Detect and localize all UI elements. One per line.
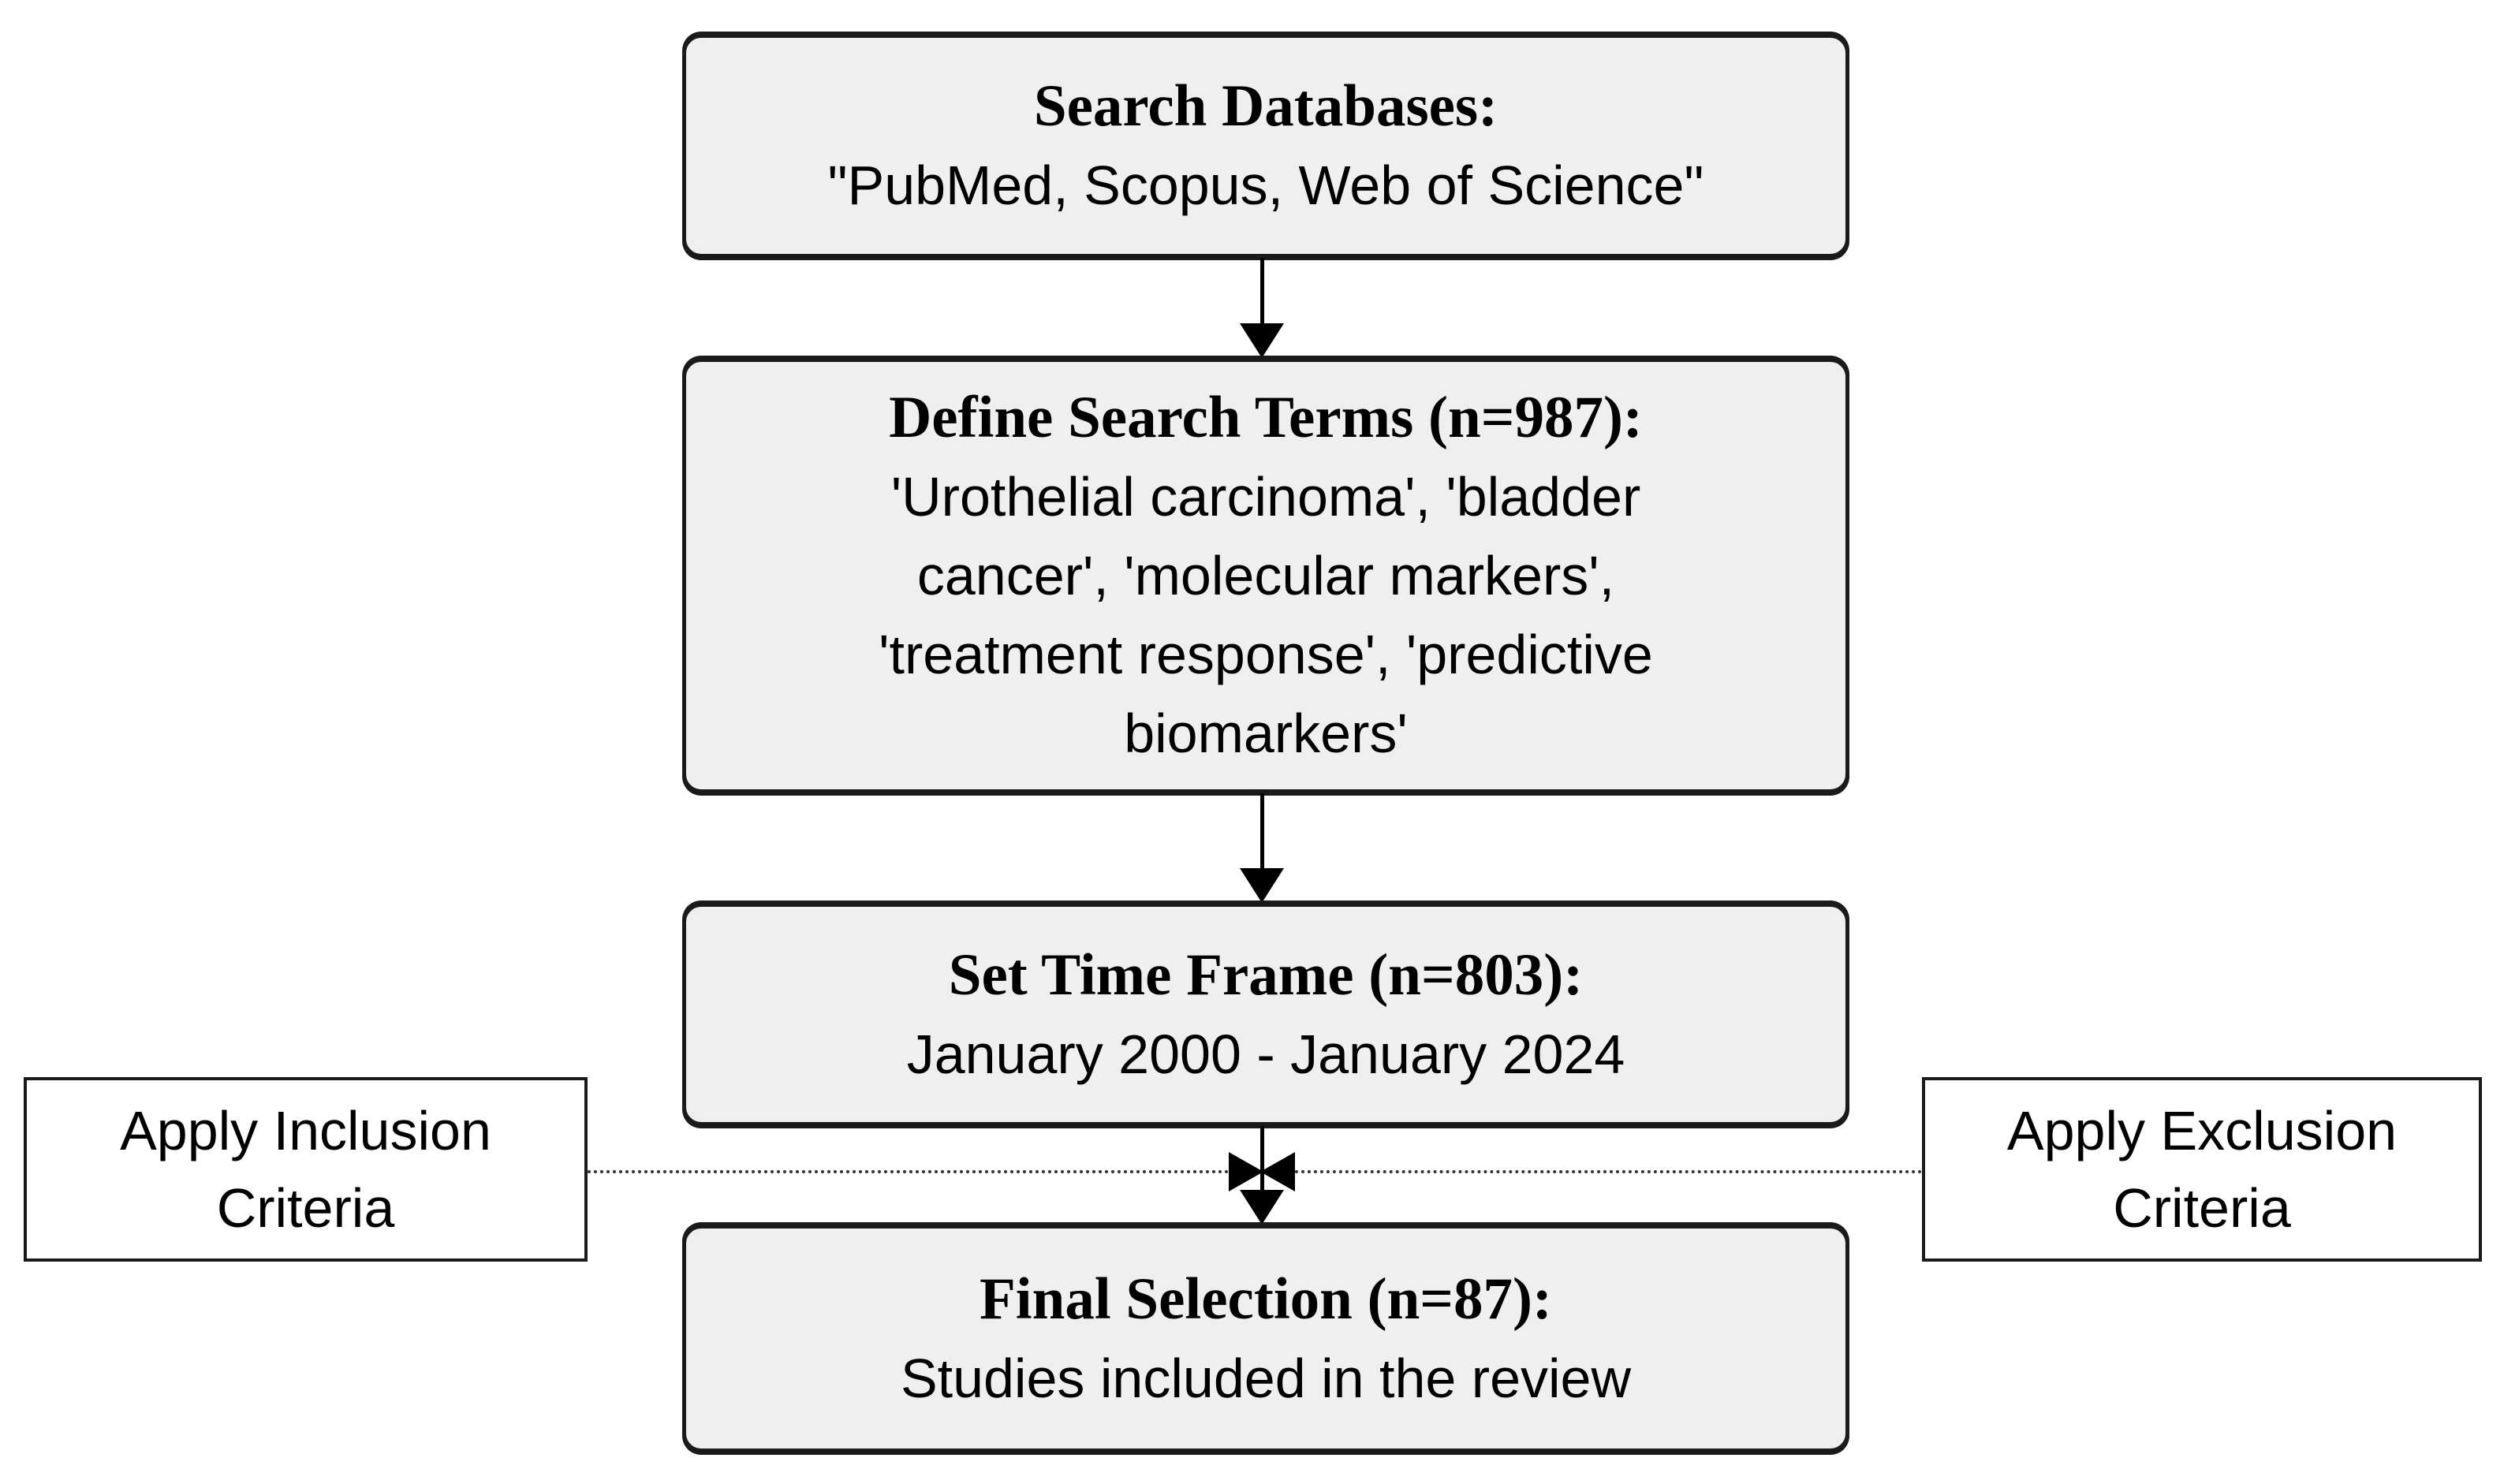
down-arrow-shaft: [1260, 793, 1264, 871]
step-heading: Search Databases:: [1033, 73, 1498, 139]
flow-step-define-search-terms: Define Search Terms (n=987): 'Urothelial…: [682, 358, 1849, 793]
dotted-connector-exclusion: [1295, 1170, 1922, 1173]
flow-step-search-databases: Search Databases: "PubMed, Scopus, Web o…: [682, 34, 1849, 258]
step-body: "PubMed, Scopus, Web of Science": [827, 155, 1704, 216]
down-arrow-head-icon: [1240, 868, 1284, 903]
step-body: 'Urothelial carcinoma', 'bladder cancer'…: [879, 466, 1653, 764]
note-apply-exclusion-criteria: Apply Exclusion Criteria: [1922, 1077, 2482, 1262]
note-apply-inclusion-criteria: Apply Inclusion Criteria: [24, 1077, 588, 1262]
note-label: Apply Exclusion Criteria: [2006, 1100, 2398, 1239]
flow-step-final-selection: Final Selection (n=87): Studies included…: [682, 1225, 1849, 1452]
note-label: Apply Inclusion Criteria: [120, 1100, 491, 1239]
dotted-connector-inclusion: [588, 1170, 1229, 1173]
step-body: January 2000 - January 2024: [906, 1023, 1625, 1085]
step-heading: Set Time Frame (n=803):: [948, 941, 1584, 1008]
step-body: Studies included in the review: [900, 1347, 1632, 1409]
dotted-connector-exclusion-arrowhead-icon: [1260, 1152, 1295, 1191]
down-arrow-head-icon: [1240, 1190, 1284, 1225]
dotted-connector-inclusion-arrowhead-icon: [1229, 1152, 1263, 1191]
down-arrow-shaft: [1260, 258, 1264, 326]
flow-step-set-time-frame: Set Time Frame (n=803): January 2000 - J…: [682, 903, 1849, 1126]
down-arrow-head-icon: [1240, 323, 1284, 358]
step-heading: Final Selection (n=87):: [979, 1266, 1552, 1332]
step-heading: Define Search Terms (n=987):: [889, 385, 1643, 450]
